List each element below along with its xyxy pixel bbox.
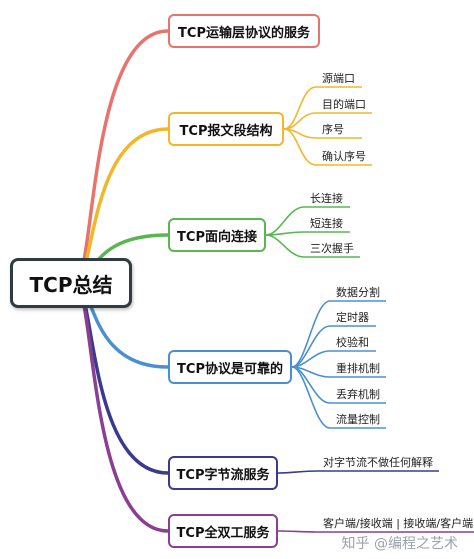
leaf-label: 三次握手	[310, 242, 354, 255]
branch-node-3: TCP面向连接	[168, 218, 266, 252]
leaf-label: 校验和	[336, 336, 369, 349]
leaf-label: 目的端口	[322, 98, 366, 111]
branch-label: TCP报文段结构	[179, 123, 273, 139]
branch-node-6: TCP全双工服务	[168, 514, 278, 548]
leaf-label: 数据分割	[336, 286, 380, 299]
branch-node-2: TCP报文段结构	[168, 112, 284, 146]
branch-node-5: TCP字节流服务	[168, 456, 278, 490]
leaf-label: 短连接	[310, 217, 343, 230]
leaf-label: 流量控制	[336, 413, 380, 426]
branch-label: TCP字节流服务	[176, 467, 270, 483]
leaf-label: 丢弃机制	[336, 388, 380, 401]
leaf-label: 定时器	[336, 311, 369, 324]
leaf-connector	[283, 128, 372, 166]
branch-node-4: TCP协议是可靠的	[168, 350, 292, 384]
leaf-label: 客户端/接收端 | 接收端/客户端	[323, 517, 474, 530]
leaf-connector	[265, 206, 350, 236]
watermark-text: 知乎 @编程之艺术	[341, 536, 458, 552]
leaf-label: 序号	[322, 123, 344, 136]
leaf-connector	[277, 470, 439, 474]
branch-label: TCP运输层协议的服务	[178, 25, 310, 41]
leaf-connector	[265, 231, 350, 236]
leaf-connector	[283, 86, 362, 130]
leaf-connector	[291, 300, 386, 368]
branch-label: TCP面向连接	[177, 229, 257, 245]
leaf-label: 重排机制	[336, 362, 380, 375]
branch-node-1: TCP运输层协议的服务	[168, 14, 320, 48]
leaf-label: 源端口	[322, 72, 355, 85]
leaf-label: 确认序号	[322, 150, 366, 163]
root-label: TCP总结	[29, 272, 113, 297]
leaf-connector	[291, 350, 376, 368]
watermark: 知乎 @编程之艺术	[342, 533, 458, 553]
branch-label: TCP全双工服务	[176, 525, 270, 541]
root-node: TCP总结	[10, 258, 132, 308]
leaf-connector	[291, 366, 386, 429]
root-branch-connector-5	[73, 281, 170, 475]
leaf-label: 长连接	[310, 192, 343, 205]
branch-label: TCP协议是可靠的	[177, 361, 283, 377]
leaf-connector	[277, 530, 474, 533]
leaf-label: 对字节流不做任何解释	[323, 456, 433, 469]
leaf-connector	[265, 234, 360, 258]
leaf-connector	[283, 112, 372, 130]
